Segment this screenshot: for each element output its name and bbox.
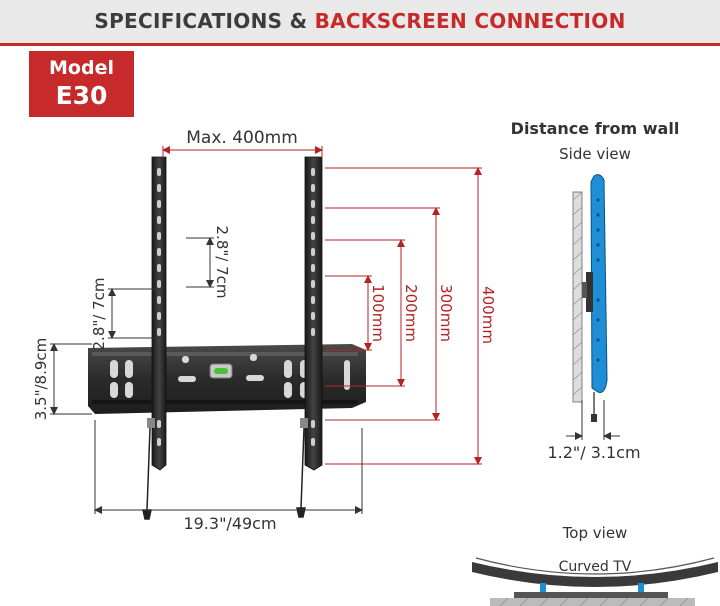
vertical-hole-dimensions	[325, 167, 482, 465]
curved-tv-outline	[472, 562, 718, 587]
side-view-drawing	[566, 174, 620, 440]
top-view-wall	[490, 598, 695, 606]
width-label: 19.3"/49cm	[183, 514, 276, 533]
side-view-subtitle: Side view	[559, 145, 631, 163]
model-name: E30	[55, 81, 108, 110]
model-badge: Model E30	[29, 51, 134, 117]
header-title-part1: SPECIFICATIONS &	[94, 9, 315, 33]
bubble-level	[209, 363, 233, 379]
top-view-plate	[514, 592, 668, 598]
top-view-title: Top view	[562, 524, 628, 542]
right-arm	[300, 156, 323, 471]
dim-400mm: 400mm	[479, 286, 497, 344]
slot-dim-lower: 2.8"/ 7cm	[90, 278, 108, 351]
dim-300mm: 300mm	[437, 284, 455, 342]
slot-dim-upper: 2.8"/ 7cm	[213, 226, 231, 299]
model-label: Model	[49, 57, 114, 79]
bracket-side	[586, 272, 593, 312]
safety-cords	[142, 427, 306, 520]
max-spacing-label: Max. 400mm	[186, 128, 298, 148]
distance-label: 1.2"/ 3.1cm	[547, 443, 640, 462]
plate-height-label: 3.5"/8.9cm	[32, 338, 50, 421]
wall-bracket	[88, 156, 366, 520]
dim-200mm: 200mm	[402, 284, 420, 342]
top-view-drawing	[472, 557, 718, 606]
header-title-part2: BACKSCREEN CONNECTION	[314, 9, 626, 33]
max-spacing-dimension	[162, 146, 323, 158]
dim-100mm: 100mm	[369, 284, 387, 342]
plate-dimensions	[50, 237, 363, 514]
side-view-title: Distance from wall	[511, 119, 680, 138]
tv-side-profile	[590, 174, 608, 393]
page-header: SPECIFICATIONS & BACKSCREEN CONNECTION	[0, 0, 720, 46]
left-arm	[147, 156, 167, 471]
wall-plate	[88, 344, 366, 414]
curved-tv-label: Curved TV	[559, 559, 632, 575]
